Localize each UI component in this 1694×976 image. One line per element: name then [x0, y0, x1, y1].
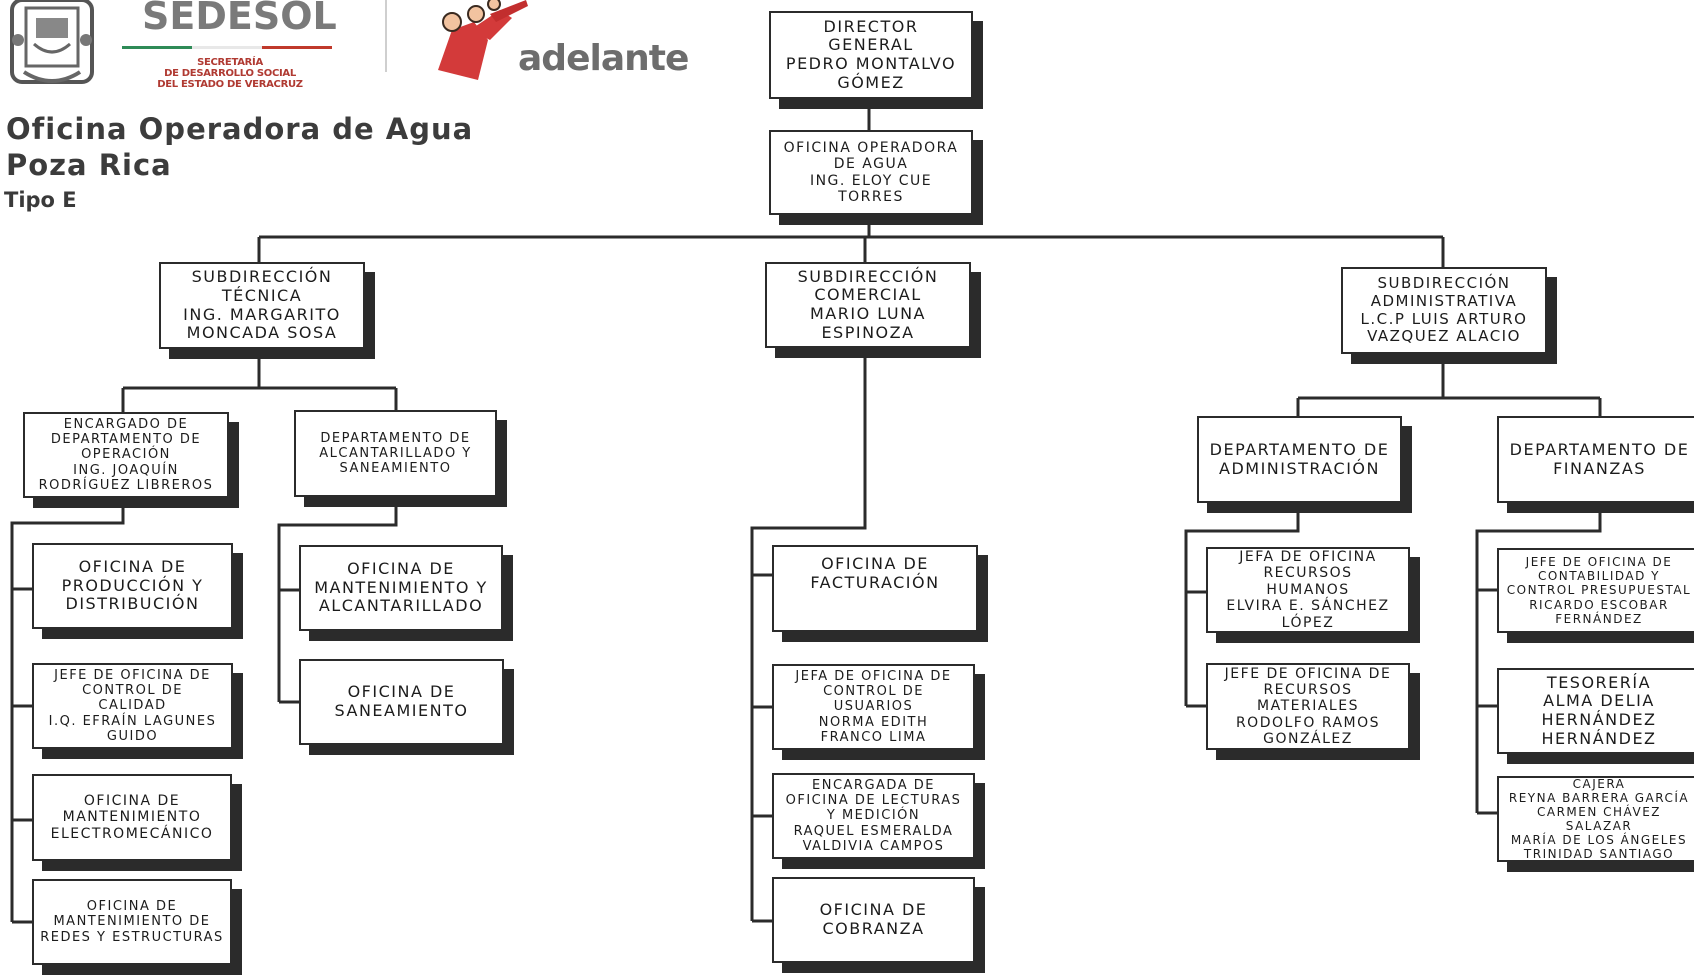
org-node-cajera: CAJERA REYNA BARRERA GARCÍA CARMEN CHÁVE… [1497, 776, 1694, 862]
org-node-oficina-saneamiento: OFICINA DE SANEAMIENTO [299, 659, 504, 745]
org-node-oficina-facturacion: OFICINA DE FACTURACIÓN [772, 545, 978, 632]
org-node-label: OFICINA DE SANEAMIENTO [334, 682, 469, 720]
org-node-label: OFICINA OPERADORA DE AGUA ING. ELOY CUE … [783, 139, 959, 205]
sedesol-subtitle: SECRETARÍA DE DESARROLLO SOCIAL DEL ESTA… [157, 57, 303, 90]
adelante-logo-text: adelante [518, 38, 689, 79]
org-node-label: DEPARTAMENTO DE ADMINISTRACIÓN [1209, 439, 1390, 478]
org-node-oficina-electromecanico: OFICINA DE MANTENIMIENTO ELECTROMECÁNICO [32, 774, 232, 861]
org-node-jefe-control-calidad: JEFE DE OFICINA DE CONTROL DE CALIDAD I.… [32, 663, 233, 749]
org-node-oficina-mantenimiento-alcantarillado: OFICINA DE MANTENIMIENTO Y ALCANTARILLAD… [299, 545, 503, 631]
org-node-oficina-produccion: OFICINA DE PRODUCCIÓN Y DISTRIBUCIÓN [32, 543, 233, 629]
org-node-label: JEFE DE OFICINA DE CONTROL DE CALIDAD I.… [48, 667, 217, 744]
org-node-label: DEPARTAMENTO DE FINANZAS [1509, 439, 1690, 478]
org-node-label: ENCARGADA DE OFICINA DE LECTURAS Y MEDIC… [785, 777, 962, 854]
org-node-oficina-operadora: OFICINA OPERADORA DE AGUA ING. ELOY CUE … [769, 130, 973, 215]
org-node-jefa-control-usuarios: JEFA DE OFICINA DE CONTROL DE USUARIOS N… [772, 664, 975, 750]
org-node-jefa-recursos-humanos: JEFA DE OFICINA RECURSOS HUMANOS ELVIRA … [1206, 547, 1410, 633]
org-node-label: ENCARGADO DE DEPARTAMENTO DE OPERACIÓN I… [38, 416, 214, 493]
org-node-label: SUBDIRECCIÓN ADMINISTRATIVA L.C.P LUIS A… [1360, 274, 1528, 346]
org-node-label: SUBDIRECCIÓN COMERCIAL MARIO LUNA ESPINO… [797, 266, 939, 342]
sedesol-logo-text: SEDESOL [142, 0, 337, 38]
org-node-label: SUBDIRECCIÓN TÉCNICA ING. MARGARITO MONC… [183, 267, 341, 343]
connector-paths [10, 99, 1602, 924]
org-node-tesoreria: TESORERÍA ALMA DELIA HERNÁNDEZ HERNÁNDEZ [1497, 668, 1694, 754]
page-subtitle-type: Tipo E [4, 188, 77, 212]
page-title: Oficina Operadora de Agua [6, 112, 474, 146]
org-node-encargada-lecturas: ENCARGADA DE OFICINA DE LECTURAS Y MEDIC… [772, 773, 975, 859]
org-node-jefe-contabilidad: JEFE DE OFICINA DE CONTABILIDAD Y CONTRO… [1497, 548, 1694, 633]
org-node-label: DIRECTOR GENERAL PEDRO MONTALVO GÓMEZ [785, 16, 957, 92]
org-node-label: JEFA DE OFICINA DE CONTROL DE USUARIOS N… [795, 668, 952, 745]
org-node-departamento-administracion: DEPARTAMENTO DE ADMINISTRACIÓN [1197, 416, 1402, 503]
org-node-label: DEPARTAMENTO DE ALCANTARILLADO Y SANEAMI… [319, 430, 472, 477]
org-node-oficina-redes-estructuras: OFICINA DE MANTENIMIENTO DE REDES Y ESTR… [32, 879, 232, 965]
org-node-label: OFICINA DE FACTURACIÓN [810, 554, 940, 592]
org-node-label: CAJERA REYNA BARRERA GARCÍA CARMEN CHÁVE… [1508, 776, 1690, 862]
veracruz-state-seal-icon [10, 0, 94, 84]
org-node-label: OFICINA DE PRODUCCIÓN Y DISTRIBUCIÓN [61, 556, 204, 614]
logo-divider [385, 0, 387, 72]
org-node-label: OFICINA DE MANTENIMIENTO Y ALCANTARILLAD… [314, 558, 488, 616]
org-node-oficina-cobranza: OFICINA DE COBRANZA [772, 877, 975, 963]
flag-stripe-icon [122, 46, 332, 49]
org-node-jefe-recursos-materiales: JEFE DE OFICINA DE RECURSOS MATERIALES R… [1206, 663, 1410, 750]
org-node-label: OFICINA DE MANTENIMIENTO ELECTROMECÁNICO [50, 792, 214, 842]
org-node-label: JEFA DE OFICINA RECURSOS HUMANOS ELVIRA … [1226, 549, 1390, 631]
org-node-departamento-finanzas: DEPARTAMENTO DE FINANZAS [1497, 416, 1694, 503]
org-node-subdireccion-comercial: SUBDIRECCIÓN COMERCIAL MARIO LUNA ESPINO… [765, 262, 971, 348]
org-node-label: TESORERÍA ALMA DELIA HERNÁNDEZ HERNÁNDEZ [1541, 672, 1657, 748]
org-node-label: JEFE DE OFICINA DE RECURSOS MATERIALES R… [1224, 665, 1392, 748]
page-title-location: Poza Rica [6, 148, 172, 182]
org-node-director-general: DIRECTOR GENERAL PEDRO MONTALVO GÓMEZ [769, 11, 973, 99]
org-node-label: JEFE DE OFICINA DE CONTABILIDAD Y CONTRO… [1506, 555, 1692, 626]
org-node-encargado-operacion: ENCARGADO DE DEPARTAMENTO DE OPERACIÓN I… [23, 412, 229, 498]
org-node-subdireccion-administrativa: SUBDIRECCIÓN ADMINISTRATIVA L.C.P LUIS A… [1341, 267, 1547, 354]
org-node-departamento-alcantarillado: DEPARTAMENTO DE ALCANTARILLADO Y SANEAMI… [294, 410, 497, 497]
org-node-subdireccion-tecnica: SUBDIRECCIÓN TÉCNICA ING. MARGARITO MONC… [159, 262, 365, 349]
org-node-label: OFICINA DE COBRANZA [819, 900, 928, 938]
adelante-figures-icon [438, 0, 528, 80]
org-node-label: OFICINA DE MANTENIMIENTO DE REDES Y ESTR… [40, 899, 224, 945]
